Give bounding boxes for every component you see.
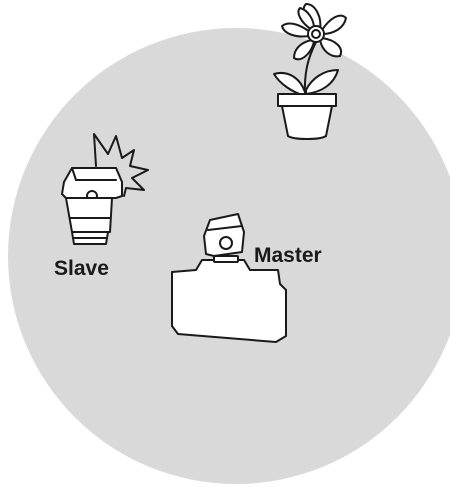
- slave-label: Slave: [54, 257, 109, 280]
- master-label: Master: [254, 244, 322, 267]
